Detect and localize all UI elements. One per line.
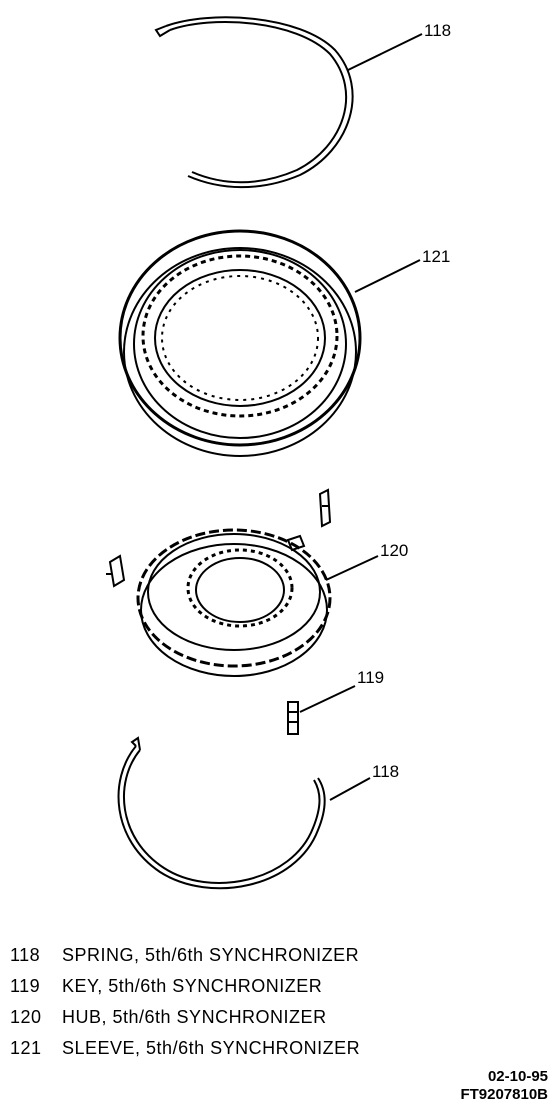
- figure-footer: 02-10-95 FT9207810B: [460, 1068, 548, 1104]
- hub-part: [136, 528, 332, 677]
- figure-date: 02-10-95: [487, 1068, 548, 1085]
- legend-item: 121 SLEEVE, 5th/6th SYNCHRONIZER: [10, 1033, 430, 1064]
- callout-label-121: 121: [422, 247, 450, 266]
- parts-legend: 118 SPRING, 5th/6th SYNCHRONIZER 119 KEY, …: [10, 940, 430, 1064]
- callout-label-120: 120: [380, 541, 408, 560]
- key-loose-right: [318, 488, 332, 528]
- callout-leader-118-bottom: [329, 777, 371, 801]
- callout-leader-118-top: [347, 33, 423, 71]
- legend-item-number: 120: [10, 1007, 42, 1027]
- legend-item: 119 KEY, 5th/6th SYNCHRONIZER: [10, 971, 430, 1002]
- legend-item-text: HUB, 5th/6th SYNCHRONIZER: [62, 1007, 327, 1027]
- callout-label-118-top: 118: [424, 21, 451, 40]
- spring-bottom-part: [117, 736, 326, 890]
- spring-top-part: [154, 16, 354, 189]
- legend-item-number: 118: [10, 945, 41, 965]
- callout-label-118-bottom: 118: [372, 762, 399, 781]
- legend-item-text: KEY, 5th/6th SYNCHRONIZER: [62, 976, 323, 996]
- callout-leader-121: [354, 259, 421, 293]
- legend-item-number: 119: [10, 976, 41, 996]
- legend-item-number: 121: [10, 1038, 42, 1058]
- callout-leader-119: [299, 685, 356, 713]
- sleeve-part: [118, 229, 362, 457]
- legend-item: 118 SPRING, 5th/6th SYNCHRONIZER: [10, 940, 430, 971]
- callout-leader-120: [325, 555, 379, 581]
- figure-id: FT9207810B: [460, 1086, 548, 1103]
- key-part: [287, 701, 299, 735]
- key-loose-left: [106, 554, 126, 588]
- callout-label-119: 119: [357, 668, 384, 687]
- exploded-parts-diagram: 118 121 120 119 11: [106, 16, 451, 890]
- legend-item-text: SLEEVE, 5th/6th SYNCHRONIZER: [62, 1038, 361, 1058]
- legend-item-text: SPRING, 5th/6th SYNCHRONIZER: [62, 945, 360, 965]
- legend-item: 120 HUB, 5th/6th SYNCHRONIZER: [10, 1002, 430, 1033]
